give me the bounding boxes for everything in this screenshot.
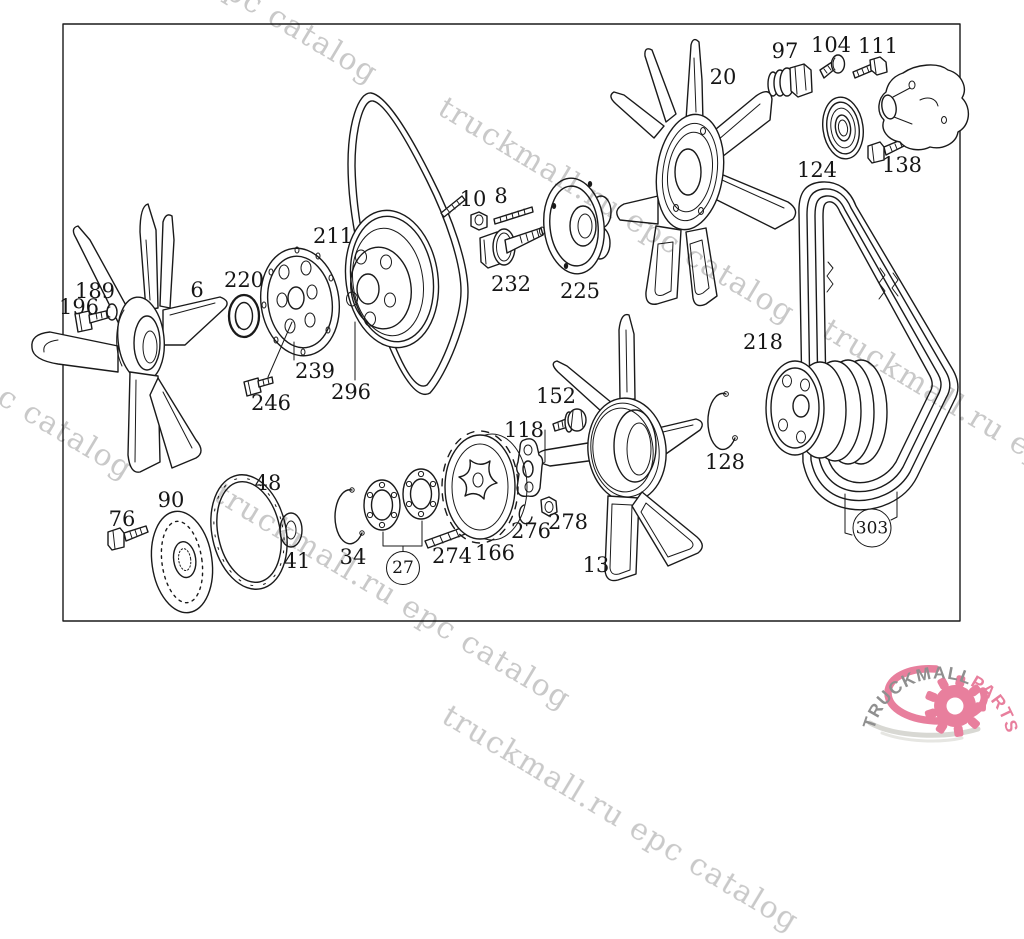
ball-bearing-pair: [363, 468, 440, 552]
diagram-border: [62, 23, 961, 622]
viscous-clutch-disc-90: [150, 510, 214, 614]
bolt-232: [479, 226, 545, 269]
gasket-48: [210, 474, 288, 590]
fan-8-blade-item-20: [610, 38, 797, 307]
exploded-parts-drawing: [31, 23, 969, 622]
fan-5-blade-item-6: [31, 203, 228, 473]
bolt-152: [537, 408, 587, 467]
bolt-104: [819, 54, 846, 79]
fan-6-blade-item-13: [535, 313, 703, 582]
bolt-246: [243, 321, 293, 397]
stud-8: [440, 195, 534, 225]
bolt-111: [852, 56, 888, 79]
fan-hub-flange-225: [543, 177, 612, 275]
seal-41: [279, 512, 303, 548]
seal-124: [822, 96, 864, 160]
seal-ring-220: [227, 293, 261, 339]
pulley-disc-239: [259, 246, 341, 361]
nut-10: [470, 211, 488, 231]
nut-278: [540, 496, 558, 517]
washer-189: [106, 303, 118, 321]
water-pump-pulley-211: [344, 209, 440, 349]
crankshaft-pulley-218: [765, 359, 898, 536]
truckmall-parts-logo: TRUCKMALLPARTS: [859, 662, 1021, 743]
bolt-196: [74, 309, 112, 333]
snap-ring-34: [334, 487, 365, 545]
pump-impeller-166: [441, 430, 528, 544]
gear-icon: [924, 675, 987, 738]
water-pump-housing: [878, 64, 969, 151]
spacer-97: [767, 63, 813, 98]
double-v-belt-218: [798, 181, 959, 511]
v-belt-296: [347, 92, 469, 395]
bolt-76: [107, 525, 149, 551]
snap-ring-128: [707, 391, 738, 451]
bracket-118: [516, 438, 544, 498]
washer-276: [518, 504, 533, 525]
